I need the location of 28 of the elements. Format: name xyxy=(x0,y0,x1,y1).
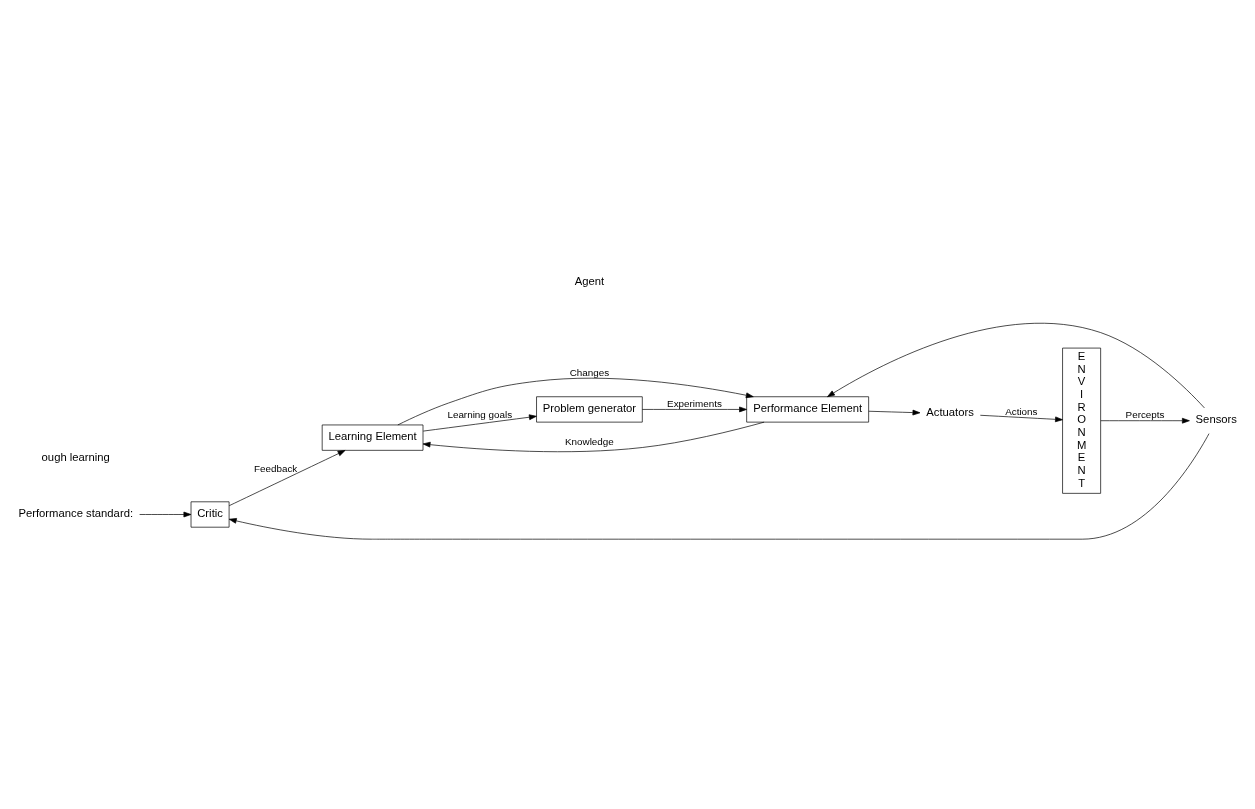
node-text: Sensors xyxy=(1195,413,1237,426)
node-box: Learning Element xyxy=(321,424,424,451)
edge-label: Changes xyxy=(569,366,610,378)
arrow xyxy=(228,433,1210,540)
arrow xyxy=(397,377,754,426)
edge-label: Learning goals xyxy=(447,409,513,421)
edge-label: Experiments xyxy=(667,397,722,409)
arrow xyxy=(422,421,765,453)
node-box: Critic xyxy=(190,501,230,528)
node-box: ENVIRONMENT xyxy=(1062,347,1101,494)
node-text: Performance standard: xyxy=(18,507,134,520)
edge-label: Knowledge xyxy=(565,435,614,447)
arrow xyxy=(228,450,346,507)
arrow xyxy=(642,406,747,413)
arrow xyxy=(868,409,921,416)
label: Agent xyxy=(574,275,605,288)
arrow xyxy=(1100,417,1190,424)
arrow xyxy=(139,511,192,518)
edge-label: Actions xyxy=(1005,405,1038,417)
arrow xyxy=(422,414,537,432)
node-text: Actuators xyxy=(926,406,974,419)
arrow xyxy=(979,414,1063,423)
arrow xyxy=(827,323,1205,409)
node-box: Problem generator xyxy=(536,396,643,423)
label: ough learning xyxy=(41,451,110,464)
edge-label: Percepts xyxy=(1125,409,1165,421)
node-box: Performance Element xyxy=(746,396,869,423)
edge-label: Feedback xyxy=(253,462,298,474)
